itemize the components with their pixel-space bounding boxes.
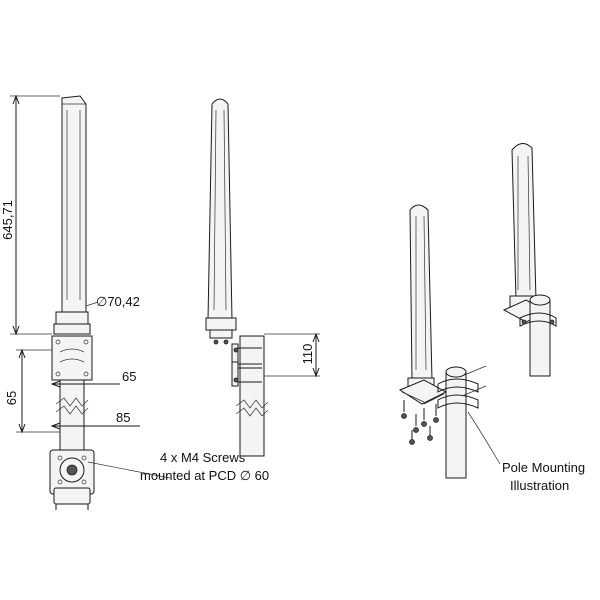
screws-label-line2: mounted at PCD ∅ 60 (140, 468, 269, 483)
clamp-height-label: 110 (300, 344, 315, 365)
width-65-label: 65 (122, 369, 136, 384)
base-height-label: 65 (4, 391, 19, 405)
diameter-label: ∅70,42 (96, 294, 140, 309)
isometric-antenna-exploded (398, 204, 448, 445)
height-dimension (10, 94, 60, 336)
height-label: 645,71 (0, 200, 15, 240)
screws-leader (87, 461, 171, 479)
width-65-dimension (50, 380, 120, 388)
side-view (205, 98, 269, 457)
diameter-leader (85, 301, 99, 307)
pole-mount-label-line2: Illustration (510, 478, 569, 493)
screws-label-line1: 4 x M4 Screws (160, 450, 246, 465)
width-85-dimension (50, 422, 140, 430)
pole-mount-label-line1: Pole Mounting (502, 460, 585, 475)
pole-mount-leader (467, 411, 501, 465)
isometric-pole-clamp (437, 365, 487, 479)
front-view (51, 95, 93, 455)
base-height-dimension (16, 348, 60, 434)
clamp-height-dimension (264, 332, 320, 378)
bottom-view (49, 449, 95, 510)
width-85-label: 85 (116, 410, 130, 425)
isometric-antenna-assembled (502, 143, 557, 377)
